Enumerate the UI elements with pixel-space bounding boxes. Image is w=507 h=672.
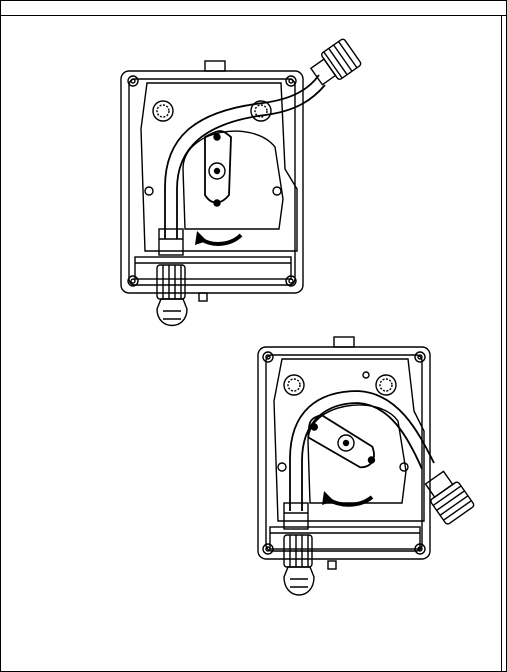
cable-gland-nut bbox=[156, 298, 188, 326]
connector-top bbox=[309, 38, 362, 86]
rotor-hub bbox=[337, 434, 355, 452]
inner-panel bbox=[140, 82, 298, 252]
pump-figure-top bbox=[113, 19, 363, 341]
connector-bottom bbox=[424, 470, 475, 525]
tube-fitting bbox=[283, 502, 309, 530]
lower-band bbox=[134, 256, 292, 280]
tube bbox=[289, 390, 435, 511]
tube-fitting bbox=[158, 228, 184, 256]
pump-illustration-top bbox=[120, 38, 362, 326]
rotor-housing bbox=[182, 130, 284, 230]
header-cell bbox=[1, 1, 506, 16]
rotor bbox=[204, 130, 232, 204]
tube bbox=[164, 74, 320, 239]
top-tab bbox=[333, 336, 355, 348]
dial-left bbox=[283, 374, 305, 396]
dial-left bbox=[152, 100, 174, 122]
top-tab bbox=[204, 60, 226, 72]
screw-tl bbox=[127, 75, 139, 87]
lower-band bbox=[269, 526, 421, 550]
screw-bl bbox=[127, 275, 139, 287]
screw-tr bbox=[285, 75, 297, 87]
rotor bbox=[307, 413, 375, 469]
pump-housing bbox=[120, 70, 304, 294]
inner-panel bbox=[273, 358, 425, 522]
pump-illustration-bottom bbox=[257, 336, 475, 596]
pump-figure-bottom bbox=[248, 331, 478, 613]
pump-housing bbox=[257, 346, 431, 560]
rotation-arrow bbox=[199, 233, 243, 246]
dial-right bbox=[375, 374, 397, 396]
table-right-border bbox=[501, 15, 502, 671]
rotor-hub bbox=[208, 162, 226, 180]
cable-gland-nut bbox=[283, 566, 315, 596]
dial-right bbox=[250, 100, 272, 122]
